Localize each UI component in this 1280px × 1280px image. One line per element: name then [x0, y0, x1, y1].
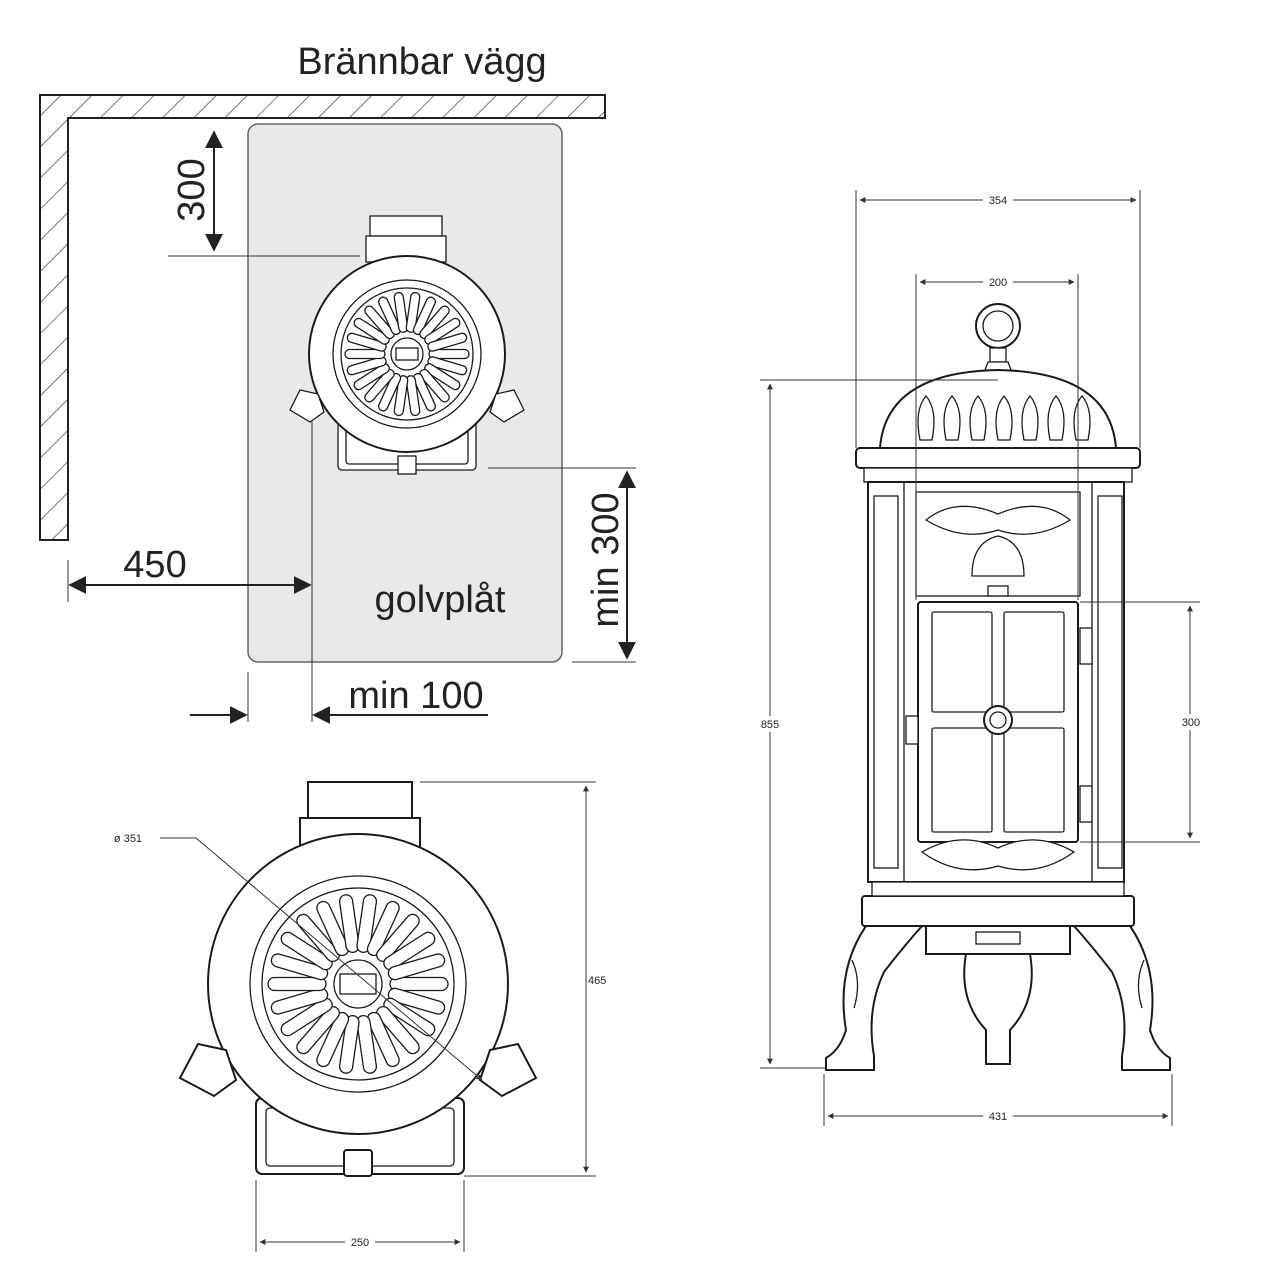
dome-flute [1047, 395, 1065, 441]
dim-depth-label: 465 [588, 975, 606, 987]
front-stove [825, 303, 1171, 1071]
grille-rib [427, 356, 468, 376]
grille-rib [270, 987, 329, 1015]
grille-rib [270, 953, 329, 981]
dim-top-width: 354 [855, 190, 1141, 448]
grille-rib [338, 1014, 360, 1074]
top-view: ø 351 465 250 [114, 781, 606, 1252]
grille-rib [346, 356, 387, 376]
grille-rib [419, 305, 450, 340]
dim-base-width-label: 431 [989, 1111, 1007, 1123]
dim-edge-label: min 100 [348, 675, 483, 717]
grille-rib [280, 931, 333, 971]
grille-rib [353, 363, 390, 391]
grille-rib [405, 375, 421, 417]
dome-flute [917, 395, 935, 441]
grille-rib [378, 296, 402, 336]
dim-width-label: 250 [351, 1237, 369, 1249]
grille-rib [364, 368, 395, 403]
grille-rib [387, 953, 446, 981]
grille-rib [356, 1014, 378, 1074]
grille-rib [424, 363, 461, 391]
dim-width: 250 [255, 1180, 465, 1252]
grille-rib [412, 296, 436, 336]
grille-rib [296, 1005, 340, 1055]
front-view: 354 200 855 300 [754, 190, 1207, 1126]
dim-diameter-label: ø 351 [114, 833, 142, 845]
dim-side-clearance: 450 [67, 420, 313, 722]
grille-rib [393, 375, 409, 417]
grille-rib [424, 317, 461, 345]
dim-back-clearance: 300 [168, 130, 360, 257]
dim-depth: 465 [420, 781, 606, 1177]
wall-label: Brännbar vägg [297, 41, 546, 83]
grille-rib [267, 976, 327, 992]
grille-rib [346, 332, 387, 352]
grille-rib [393, 291, 409, 333]
grille-rib [316, 1011, 350, 1068]
grille-rib [419, 368, 450, 403]
dome-flute [1021, 395, 1039, 441]
grille-rib [378, 372, 402, 412]
floor-plate-label: golvplåt [375, 579, 506, 621]
grille-rib [353, 317, 390, 345]
grille-rib [405, 291, 421, 333]
dim-flue-label: 200 [989, 277, 1007, 289]
grille-rib [316, 900, 350, 957]
dim-door: 300 [1080, 601, 1207, 843]
grille-rib [280, 997, 333, 1037]
dim-door-label: 300 [1182, 717, 1200, 729]
dim-base-width: 431 [823, 1074, 1173, 1126]
grille-rib [389, 976, 449, 992]
dim-height-label: 855 [761, 719, 779, 731]
dim-height: 855 [754, 379, 998, 1069]
grille-rib [428, 348, 470, 360]
grille-rib [344, 348, 386, 360]
grille-rib [387, 987, 446, 1015]
plan-view: Brännbar vägg golvplåt 300 [39, 41, 636, 724]
grille-rib [366, 1011, 400, 1068]
grille-rib [412, 372, 436, 412]
dim-diameter: ø 351 [114, 833, 483, 1081]
grille-rib [338, 894, 360, 954]
grille-rib [364, 305, 395, 340]
dome-flute [995, 395, 1013, 441]
dim-top-width-label: 354 [989, 195, 1007, 207]
grille-rib [366, 900, 400, 957]
dim-edge-clearance: min 100 [190, 672, 488, 724]
dim-flue: 200 [915, 274, 1079, 600]
dome-flute [969, 395, 987, 441]
dim-side-label: 450 [123, 544, 186, 586]
top-stove [178, 781, 538, 1177]
dim-back-label: 300 [171, 158, 213, 221]
dim-front-clearance: min 300 [488, 467, 636, 663]
grille-rib [376, 913, 420, 963]
dome-flute [943, 395, 961, 441]
grille-rib [356, 894, 378, 954]
grille-rib [427, 332, 468, 352]
dim-front-label: min 300 [585, 492, 627, 627]
plan-stove-icon [289, 215, 525, 475]
combustible-wall [39, 94, 606, 541]
grille-rib [376, 1005, 420, 1055]
grille-rib [383, 931, 436, 971]
